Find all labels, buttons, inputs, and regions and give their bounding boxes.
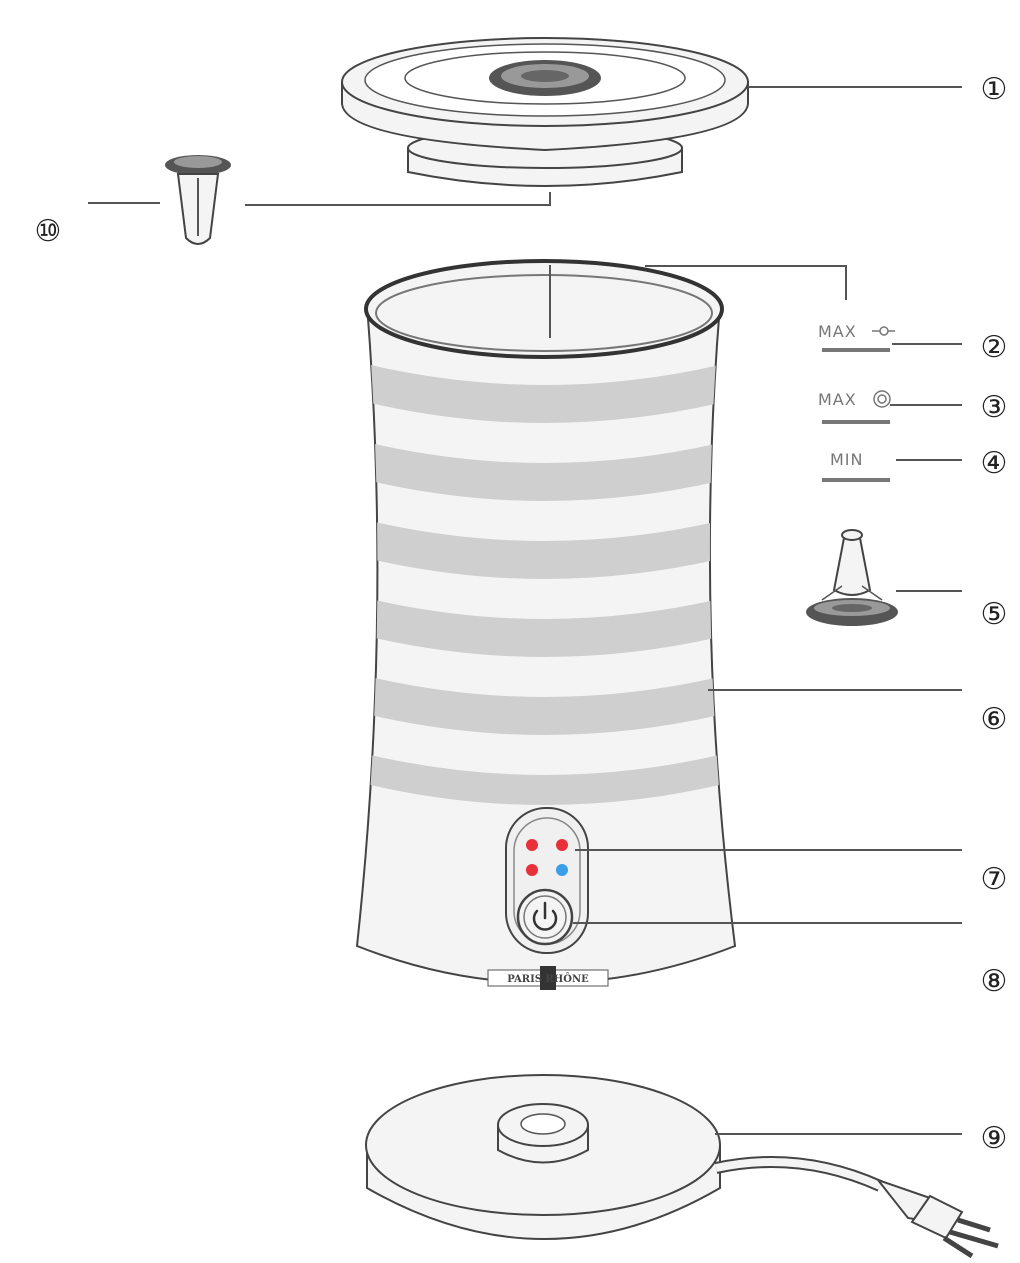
- jug-body: [355, 259, 737, 984]
- indicator-light-warm: [526, 864, 538, 876]
- callout-numbers: ① ② ③ ④ ⑤ ⑥ ⑦ ⑧ ⑨ ⑩: [35, 72, 1008, 1156]
- brand-text: PARIS RHÔNE: [507, 973, 589, 985]
- froth-level-icon: [873, 390, 891, 408]
- milk-level-icon: [872, 326, 895, 336]
- callout-5: ⑤: [981, 597, 1008, 632]
- callout-10: ⑩: [35, 214, 62, 249]
- brand-logo: PARIS RHÔNE: [487, 966, 609, 990]
- leader-lines: [88, 86, 962, 1135]
- power-icon: [532, 901, 558, 931]
- level-mark-max-milk: MAX: [818, 322, 895, 352]
- power-base: [365, 1074, 721, 1240]
- callout-3: ③: [981, 390, 1008, 425]
- power-cord-plug: [714, 1156, 999, 1259]
- power-button[interactable]: [516, 888, 574, 946]
- indicator-lights: [526, 839, 568, 876]
- froth-whisk: [806, 529, 898, 626]
- callout-4: ④: [981, 446, 1008, 481]
- indicator-light-hot-froth: [526, 839, 538, 851]
- callout-1: ①: [981, 72, 1008, 107]
- level-mark-max-froth-label: MAX: [818, 390, 857, 409]
- froth-whisk-small: [165, 155, 231, 245]
- indicator-light-cold: [556, 864, 568, 876]
- lid: [341, 37, 749, 187]
- callout-2: ②: [981, 330, 1008, 365]
- indicator-light-hot-milk: [556, 839, 568, 851]
- callout-7: ⑦: [981, 862, 1008, 897]
- level-mark-max-milk-label: MAX: [818, 322, 857, 341]
- level-mark-min: MIN: [822, 450, 890, 482]
- level-mark-max-froth: MAX: [818, 390, 891, 424]
- callout-6: ⑥: [981, 702, 1008, 737]
- callout-9: ⑨: [981, 1121, 1008, 1156]
- level-mark-min-label: MIN: [830, 450, 864, 469]
- callout-8: ⑧: [981, 964, 1008, 999]
